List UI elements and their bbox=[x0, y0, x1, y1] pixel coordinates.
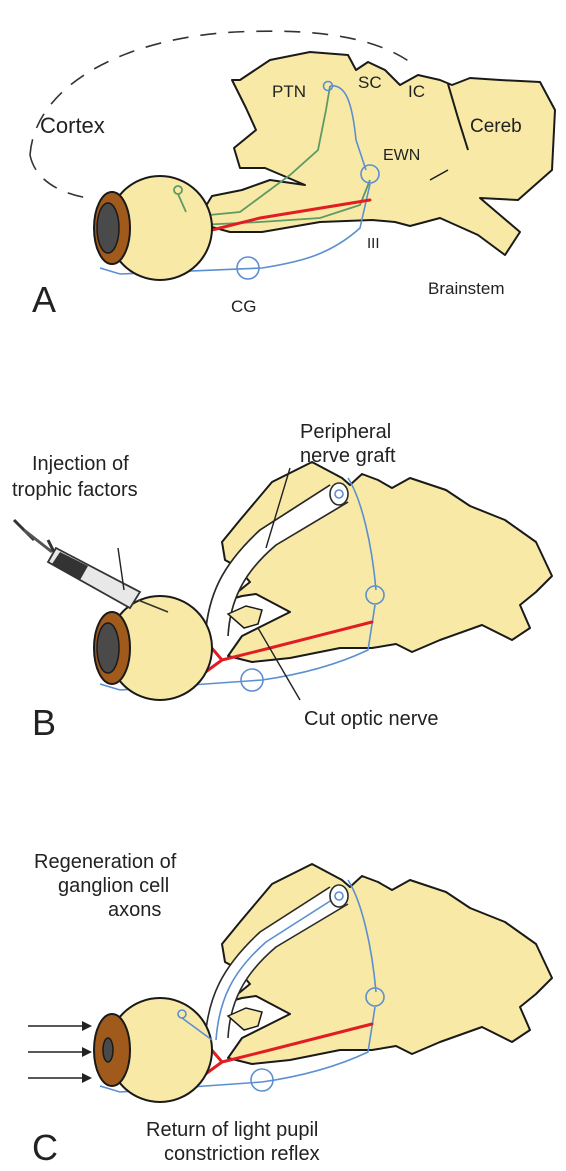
light-arrows bbox=[28, 1021, 92, 1083]
reflex-label-line2: constriction reflex bbox=[164, 1143, 320, 1165]
pupil-dilated bbox=[97, 623, 119, 673]
oculomotor-nerve-label: III bbox=[367, 235, 380, 252]
cg-label: CG bbox=[231, 297, 257, 316]
panel-b: Injection of trophic factors Peripheral … bbox=[12, 421, 552, 743]
cut-optic-nerve-stump bbox=[228, 1008, 262, 1030]
regen-label-line1: Regeneration of bbox=[34, 851, 177, 873]
cereb-label: Cereb bbox=[470, 116, 522, 137]
panel-a-letter: A bbox=[32, 279, 56, 320]
graft-end bbox=[330, 483, 348, 505]
graft-label-line1: Peripheral bbox=[300, 421, 391, 443]
brainstem-label: Brainstem bbox=[428, 279, 505, 298]
ciliary-ganglion bbox=[251, 1069, 273, 1091]
reflex-label-line1: Return of light pupil bbox=[146, 1119, 318, 1141]
injection-label-line2: trophic factors bbox=[12, 479, 138, 501]
eye-a bbox=[94, 176, 212, 280]
panel-b-letter: B bbox=[32, 702, 56, 743]
ptn-label: PTN bbox=[272, 82, 306, 101]
regen-label-line3: axons bbox=[108, 899, 161, 921]
brainstem-shape bbox=[222, 864, 552, 1064]
cortex-outline-lower bbox=[30, 155, 88, 198]
cortex-label: Cortex bbox=[40, 113, 105, 138]
arrowhead-icon bbox=[82, 1073, 92, 1083]
cut-optic-nerve-stump bbox=[228, 606, 262, 628]
arrowhead-icon bbox=[82, 1021, 92, 1031]
ic-label: IC bbox=[408, 82, 425, 101]
pupil-constricted bbox=[103, 1038, 113, 1062]
graft-label-line2: nerve graft bbox=[300, 445, 396, 467]
injection-label-line1: Injection of bbox=[32, 453, 129, 475]
regen-label-line2: ganglion cell bbox=[58, 875, 169, 897]
panel-c: Regeneration of ganglion cell axons Retu… bbox=[28, 851, 552, 1168]
eye-b bbox=[94, 596, 212, 700]
brainstem-shape bbox=[222, 462, 552, 662]
pupil-dilated bbox=[97, 203, 119, 253]
sc-label: SC bbox=[358, 73, 382, 92]
graft-end bbox=[330, 885, 348, 907]
ewn-label: EWN bbox=[383, 147, 420, 164]
arrowhead-icon bbox=[82, 1047, 92, 1057]
cut-nerve-label: Cut optic nerve bbox=[304, 708, 439, 730]
panel-a: Cortex PTN SC IC Cereb EWN III CG Brains… bbox=[30, 31, 555, 320]
panel-c-letter: C bbox=[32, 1127, 58, 1168]
eye-c bbox=[94, 998, 212, 1102]
